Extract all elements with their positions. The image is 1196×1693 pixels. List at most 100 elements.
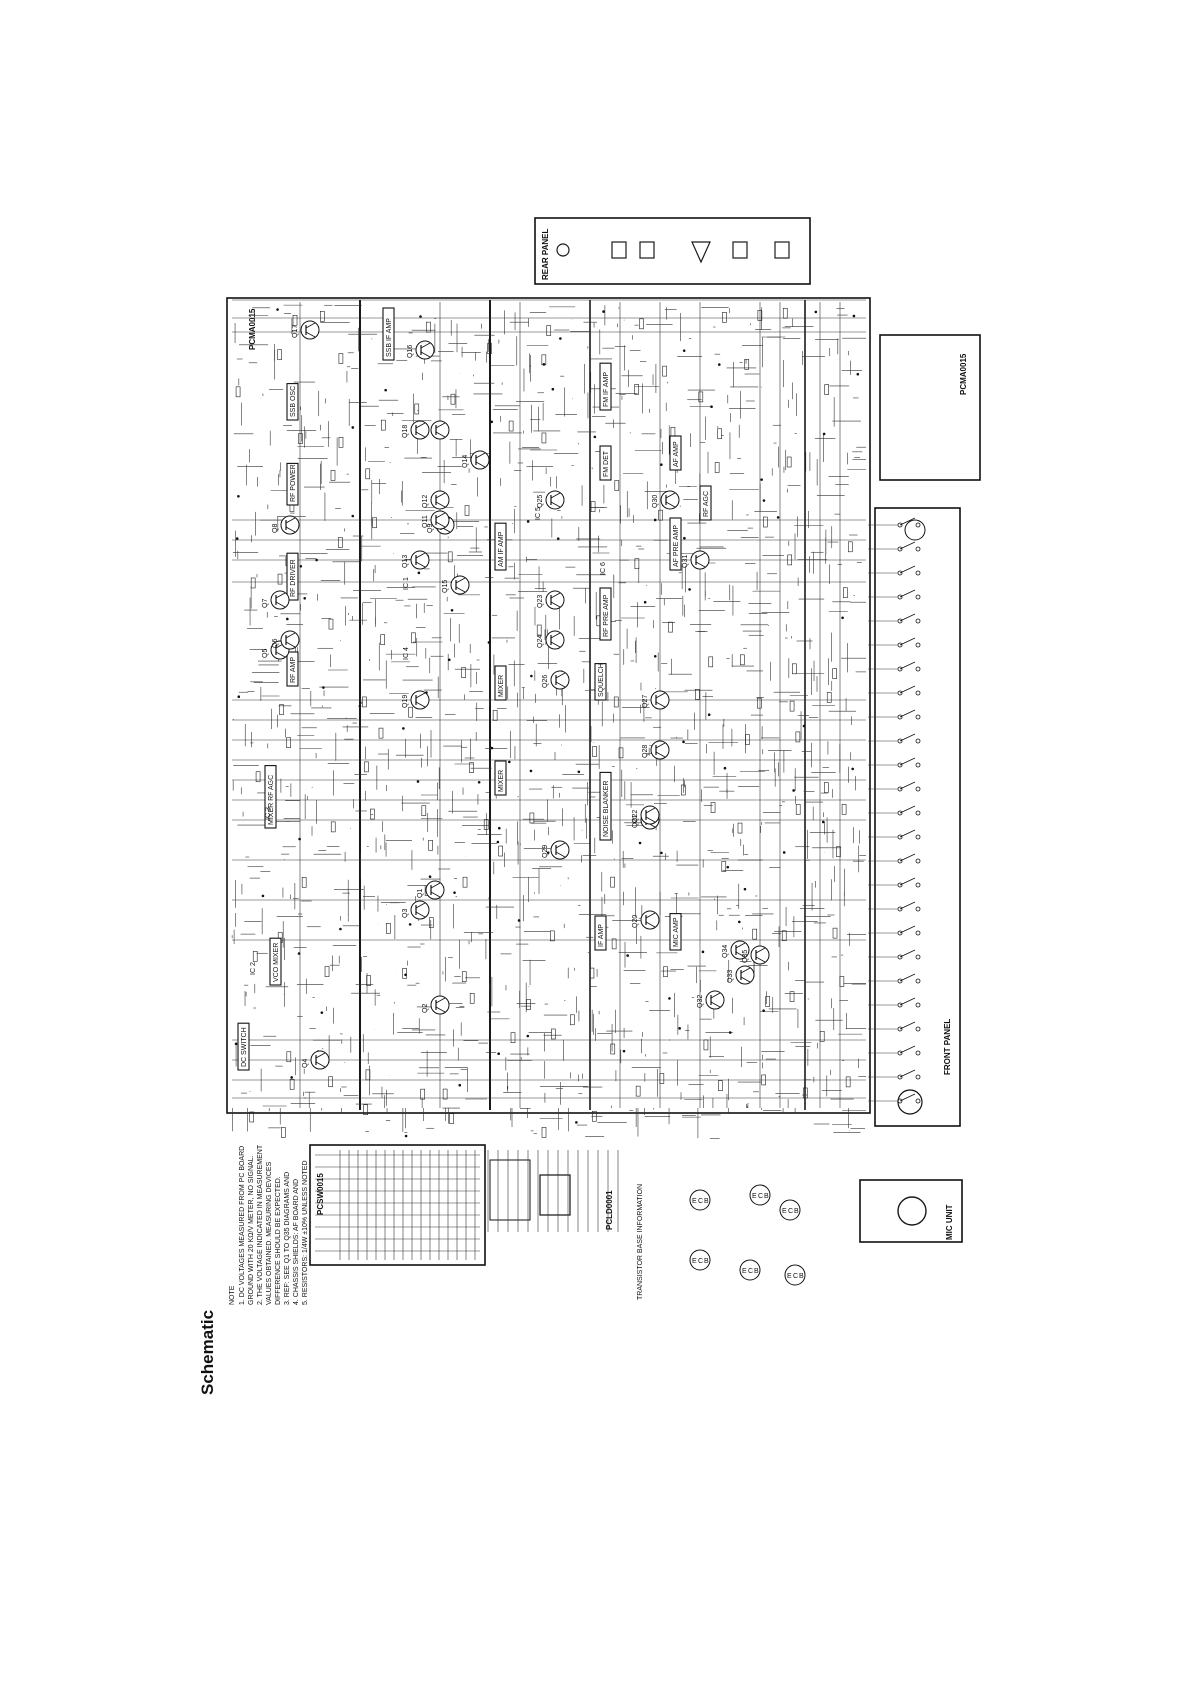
ic-label: IC 2 <box>250 962 257 975</box>
ic-label: IC 3 <box>265 807 272 820</box>
pin-label: C <box>793 1273 798 1280</box>
transistor-label: Q18 <box>402 425 409 438</box>
mic-unit-label: MIC UNIT <box>945 1204 954 1240</box>
ic-label: IC 1 <box>403 577 410 590</box>
block-label: RF POWER <box>290 464 297 502</box>
note-line: 2. THE VOLTAGE INDICATED IN MEASUREMENT <box>257 1144 264 1305</box>
transistor-q25: Q25 <box>537 490 565 510</box>
pin-label: E <box>782 1208 787 1215</box>
transistor-q29: Q29 <box>542 840 570 860</box>
transistor-q3: Q3 <box>402 900 430 920</box>
transistor-q17: Q17 <box>292 320 320 340</box>
transistor-q8: Q8 <box>272 515 300 535</box>
display-board-label: PCLD0001 <box>605 1190 614 1230</box>
pin-label: C <box>698 1198 703 1205</box>
transistor-label: Q23 <box>537 595 544 608</box>
pin-label: C <box>758 1193 763 1200</box>
block-label: AF PRE AMP <box>673 525 680 567</box>
block-vco-mixer: VCO MIXER <box>269 937 282 986</box>
pin-label: B <box>799 1273 804 1280</box>
block-label: MIC AMP <box>673 917 680 947</box>
block-label: IF AMP <box>598 924 605 947</box>
mic-unit: MIC UNIT <box>859 1179 963 1243</box>
pin-label: E <box>742 1268 747 1275</box>
transistor-label: Q35 <box>742 950 749 963</box>
note-line: VALUES OBTAINED. MEASURING DEVICES <box>266 1161 273 1305</box>
transistor-q6: Q6 <box>272 630 300 650</box>
block-af-amp: AF AMP <box>669 435 682 471</box>
block-mixer-3: MIXER <box>494 760 507 796</box>
transistor-q35: Q35 <box>742 945 770 965</box>
transistor-label: Q28 <box>642 745 649 758</box>
transistor-label: Q12 <box>422 495 429 508</box>
block-noise-blanker: NOISE BLANKER <box>599 771 612 841</box>
pin-label: B <box>794 1208 799 1215</box>
transistor-label: Q31 <box>682 555 689 568</box>
block-fm-if-amp: FM IF AMP <box>599 362 612 411</box>
transistor-label: Q27 <box>642 695 649 708</box>
transistor-q18: Q18 <box>402 420 430 440</box>
transistor-q14: Q14 <box>462 450 490 470</box>
block-mixer-2: MIXER <box>494 665 507 701</box>
transistor-label: Q34 <box>722 945 729 958</box>
transistor-q31: Q31 <box>682 550 710 570</box>
transistor-label: Q16 <box>407 345 414 358</box>
transistor-label: Q3 <box>402 909 409 918</box>
transistor-label: Q33 <box>727 970 734 983</box>
transistor-label: Q5 <box>262 649 269 658</box>
transistor-q34: Q34 <box>722 940 750 960</box>
note-line: 4. CHASSIS SHIELDS: AF BOARD AND <box>293 1179 300 1305</box>
sub-board: PCMA0015 <box>879 334 981 481</box>
block-label: SSB IF AMP <box>386 318 393 357</box>
block-rf-amp: RF AMP <box>286 651 299 687</box>
note-line: 5. RESISTORS: 1/4W ±10% UNLESS NOTED <box>302 1160 309 1305</box>
transistor-label: Q14 <box>462 455 469 468</box>
block-ssb-if-amp: SSB IF AMP <box>382 307 395 361</box>
pin-label: E <box>787 1273 792 1280</box>
pin-label: C <box>788 1208 793 1215</box>
transistor-label: Q4 <box>302 1059 309 1068</box>
transistor-q23: Q23 <box>537 590 565 610</box>
transistor-label: Q22 <box>632 810 639 823</box>
note-line: DIFFERENCE SHOULD BE EXPECTED. <box>275 1176 282 1305</box>
transistor-q24: Q24 <box>537 630 565 650</box>
pin-label: C <box>698 1258 703 1265</box>
transistor-label: Q19 <box>402 695 409 708</box>
main-board-label: PCMA0015 <box>248 308 257 350</box>
pin-label: B <box>764 1193 769 1200</box>
transistor-q7: Q7 <box>262 590 290 610</box>
pin-label: B <box>704 1258 709 1265</box>
pin-label: C <box>748 1268 753 1275</box>
transistor-label: Q25 <box>537 495 544 508</box>
transistor-label: Q20 <box>632 915 639 928</box>
transistor-label: Q11 <box>422 515 429 528</box>
note-line: 1. DC VOLTAGES MEASURED FROM PC BOARD <box>239 1146 246 1305</box>
transistor-label: Q30 <box>652 495 659 508</box>
block-if-amp: IF AMP <box>594 915 607 951</box>
transistor-label: Q8 <box>272 524 279 533</box>
transistor-label: Q1 <box>417 889 424 898</box>
block-label: VCO MIXER <box>273 943 280 982</box>
block-rf-power: RF POWER <box>286 462 299 506</box>
transistor-q33: Q33 <box>727 965 755 985</box>
front-panel: FRONT PANEL <box>868 507 961 1127</box>
pin-label: E <box>692 1258 697 1265</box>
block-mic-amp: MIC AMP <box>669 913 682 951</box>
block-rf-pre-amp: RF PRE AMP <box>599 587 612 641</box>
notes: NOTE 1. DC VOLTAGES MEASURED FROM PC BOA… <box>229 1144 309 1305</box>
transistor-label: Q32 <box>697 995 704 1008</box>
transistor-label: Q26 <box>542 675 549 688</box>
main-board: PCMA0015 <box>226 297 871 1114</box>
transistor-label: Q6 <box>272 639 279 648</box>
pin-label: E <box>752 1193 757 1200</box>
block-label: SQUELCH <box>598 663 605 697</box>
transistor-q11: Q11 <box>422 510 450 530</box>
block-label: RF AGC <box>703 491 710 517</box>
block-label: RF PRE AMP <box>603 594 610 637</box>
transistor-q16: Q16 <box>407 340 435 360</box>
note-line: 3. REF: SEE Q1 TO Q35 DIAGRAMS AND <box>284 1172 291 1305</box>
ic-label: IC 4 <box>403 647 410 660</box>
block-fm-det: FM DET <box>599 445 612 481</box>
